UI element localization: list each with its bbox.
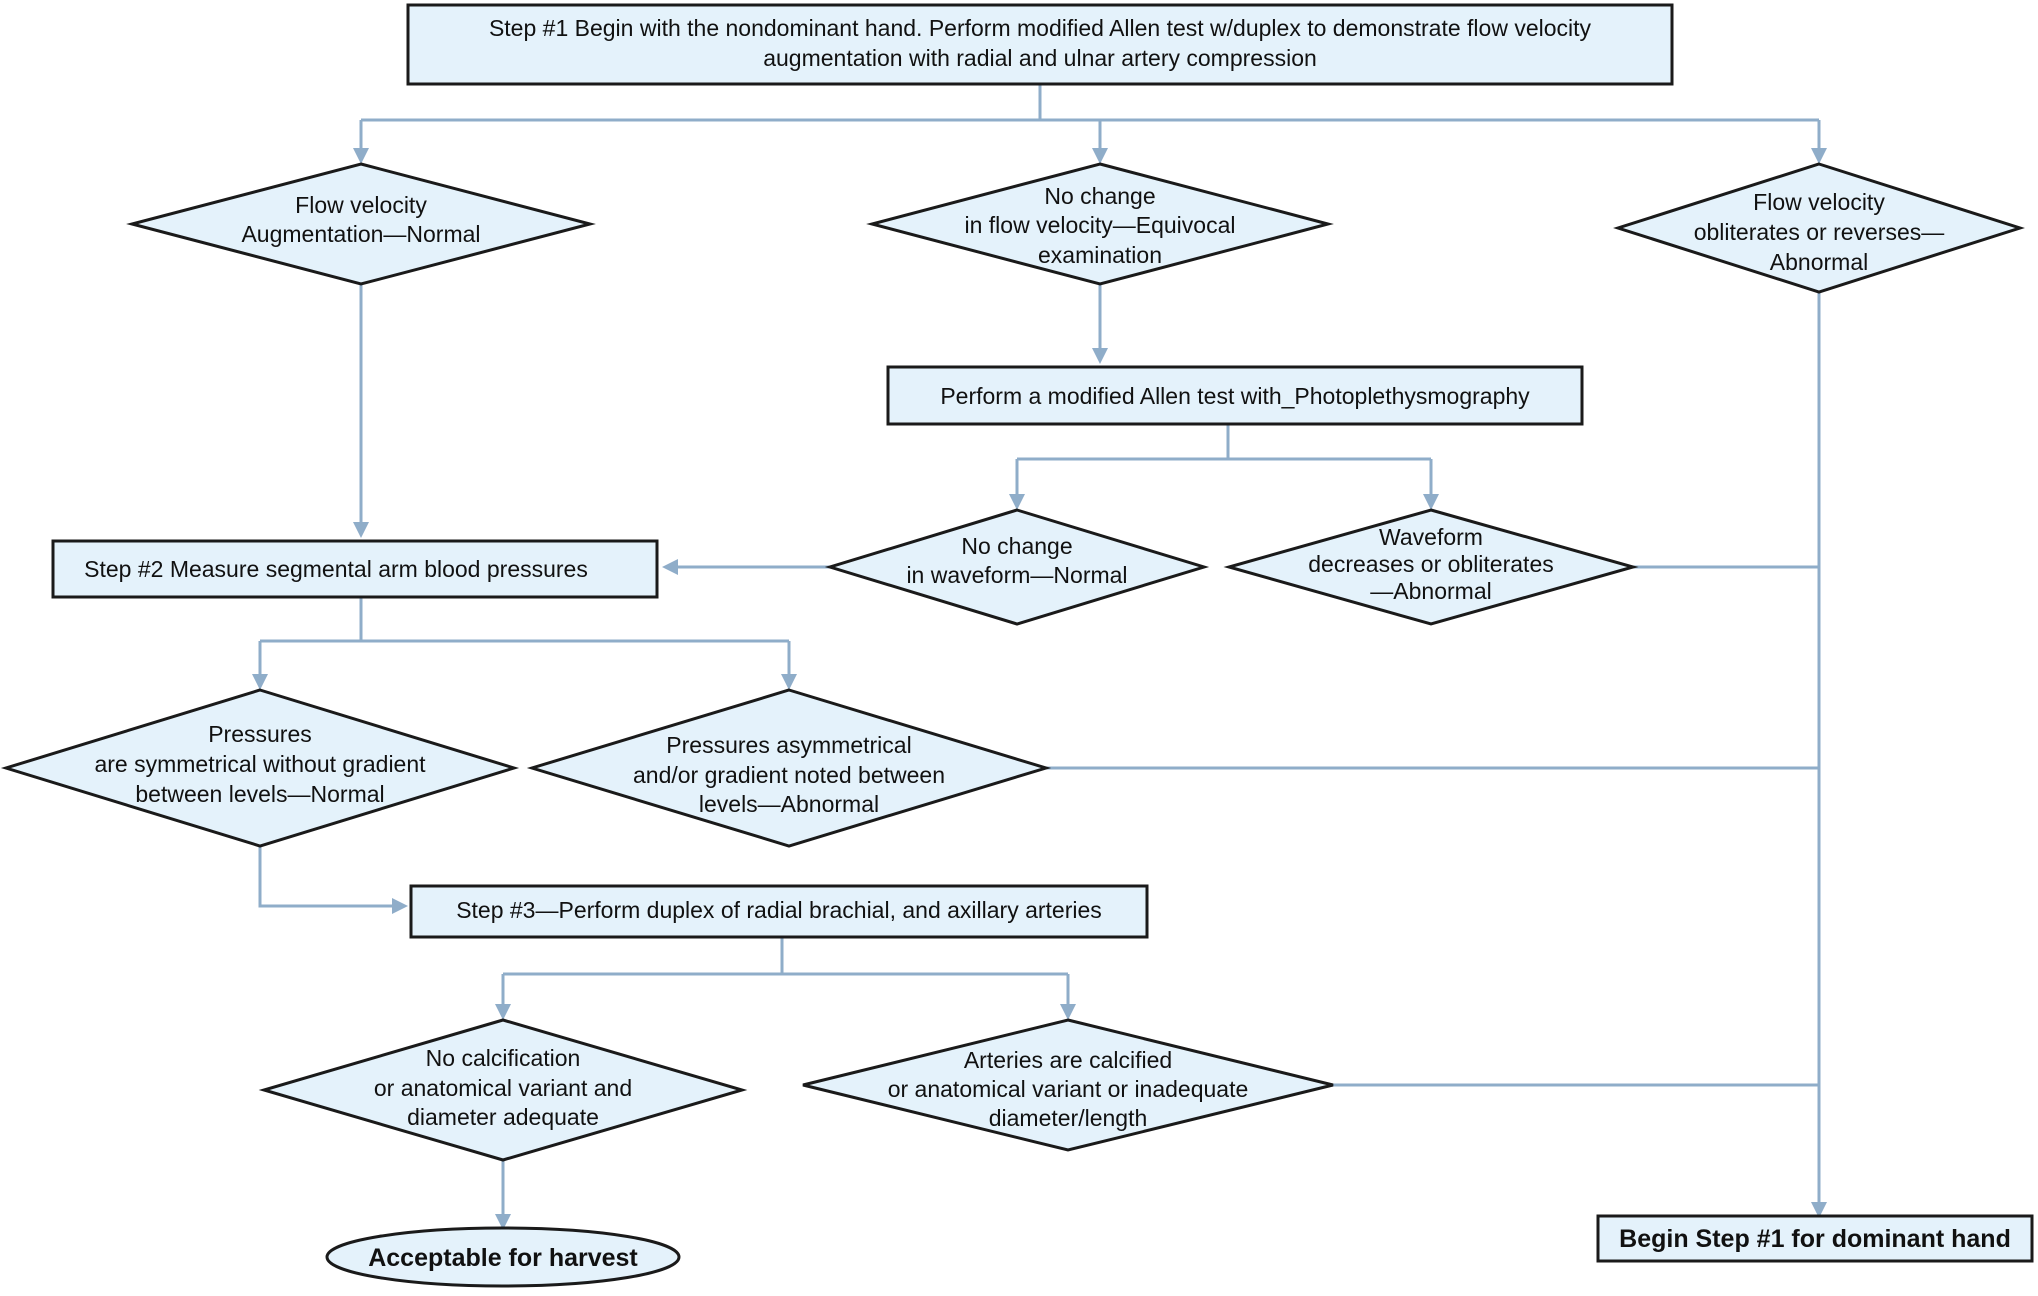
calcified-line-2: or anatomical variant or inadequate [888,1076,1249,1102]
step1-box: Step #1 Begin with the nondominant hand.… [406,3,1674,86]
connector-step1-branches [359,84,1821,150]
pleth-test-label: Perform a modified Allen test with_Photo… [940,383,1530,409]
step2-box: Step #2 Measure segmental arm blood pres… [51,539,659,599]
decision-no-change-equivocal: No change in flow velocity—Equivocal exa… [866,162,1334,286]
step2-label: Step #2 Measure segmental arm blood pres… [84,556,588,582]
decision-flow-normal: Flow velocity Augmentation—Normal [126,162,596,286]
arrowhead [1009,494,1025,510]
connector-pleth-branches [1015,424,1433,496]
waveform-abnormal-line-3: —Abnormal [1370,578,1491,604]
flow-normal-line-1: Flow velocity [295,192,427,218]
decision-calcified: Arteries are calcified or anatomical var… [802,1018,1334,1152]
dominant-hand-label: Begin Step #1 for dominant hand [1619,1225,2011,1253]
calcified-line-1: Arteries are calcified [964,1047,1172,1073]
arrowhead [1811,1202,1827,1218]
calcified-line-3: diameter/length [989,1105,1148,1131]
arrowhead [1092,348,1108,364]
no-calcification-line-1: No calcification [426,1045,581,1071]
arrowhead [662,559,678,575]
equivocal-line-3: examination [1038,242,1162,268]
step1-line-1: Step #1 Begin with the nondominant hand.… [489,15,1592,41]
decision-no-calcification: No calcification or anatomical variant a… [258,1018,748,1162]
flow-normal-line-2: Augmentation—Normal [241,221,480,247]
arrowhead [495,1214,511,1230]
step3-box: Step #3—Perform duplex of radial brachia… [409,884,1149,939]
terminal-dominant-hand: Begin Step #1 for dominant hand [1596,1214,2034,1263]
arrowhead [1811,148,1827,164]
arrowhead [252,674,268,690]
pressures-normal-line-1: Pressures [208,721,312,747]
flow-abnormal-line-1: Flow velocity [1753,189,1885,215]
no-calcification-line-2: or anatomical variant and [374,1075,632,1101]
flow-abnormal-line-3: Abnormal [1770,249,1868,275]
decision-waveform-normal: No change in waveform—Normal [824,508,1210,626]
equivocal-line-2: in flow velocity—Equivocal [964,212,1235,238]
waveform-abnormal-line-2: decreases or obliterates [1308,551,1553,577]
arrowhead [495,1004,511,1020]
pressures-normal-line-3: between levels—Normal [135,781,384,807]
pressures-abnormal-line-3: levels—Abnormal [699,791,879,817]
decision-waveform-abnormal: Waveform decreases or obliterates —Abnor… [1223,508,1639,626]
terminal-acceptable: Acceptable for harvest [325,1226,681,1288]
waveform-abnormal-line-1: Waveform [1379,524,1483,550]
pressures-normal-line-2: are symmetrical without gradient [94,751,426,777]
arrowhead [781,674,797,690]
arrowhead [392,898,408,914]
arrowhead [1060,1004,1076,1020]
waveform-normal-line-2: in waveform—Normal [906,562,1127,588]
arrowhead [1423,494,1439,510]
step3-label: Step #3—Perform duplex of radial brachia… [456,897,1102,923]
connector-abnormal-collector [1046,292,1821,1204]
step1-line-2: augmentation with radial and ulnar arter… [763,45,1317,71]
connector-step3-branches [501,937,1070,1006]
connector-step2-branches [258,597,791,676]
equivocal-line-1: No change [1044,183,1155,209]
waveform-normal-line-1: No change [961,533,1072,559]
connectors [252,84,1827,1230]
decision-pressures-abnormal: Pressures asymmetrical and/or gradient n… [526,688,1052,848]
pressures-abnormal-line-2: and/or gradient noted between [633,762,945,788]
decision-pressures-normal: Pressures are symmetrical without gradie… [0,688,520,848]
pleth-test-box: Perform a modified Allen test with_Photo… [886,365,1584,426]
arrowhead [353,148,369,164]
flow-abnormal-line-2: obliterates or reverses— [1694,219,1945,245]
arrowhead [353,522,369,538]
decision-flow-abnormal: Flow velocity obliterates or reverses— A… [1613,162,2025,294]
pressures-abnormal-line-1: Pressures asymmetrical [666,732,911,758]
no-calcification-line-3: diameter adequate [407,1104,599,1130]
connector-pressures-normal-to-step3 [258,846,394,908]
arrowhead [1092,148,1108,164]
acceptable-label: Acceptable for harvest [368,1244,638,1272]
